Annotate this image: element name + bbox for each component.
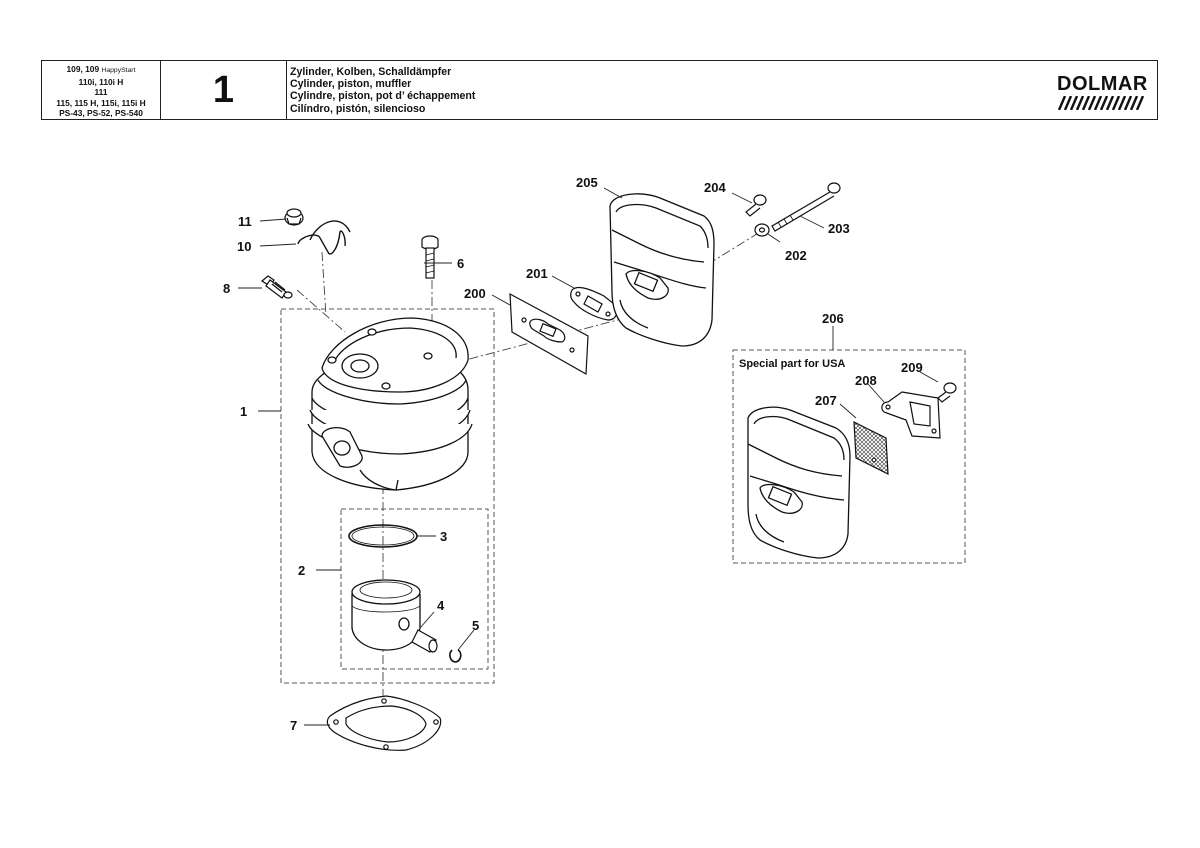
title-cell: Zylinder, Kolben, Schalldämpfer Cylinder… <box>286 61 1063 119</box>
part-8-valve <box>260 275 293 299</box>
title-english: Cylinder, piston, muffler <box>290 78 412 91</box>
brand-logo: DOLMAR <box>1057 73 1147 113</box>
model-list: 109, 109 HappyStart 110i, 110i H 111 115… <box>42 61 161 119</box>
part-10-wire-clip <box>297 220 351 255</box>
title-french: Cylindre, piston, pot d’ échappement <box>290 90 476 103</box>
label-part-10: 10 <box>237 239 251 254</box>
model-line: PS-43, PS-52, PS-540 <box>59 108 143 119</box>
label-part-7: 7 <box>290 718 297 733</box>
label-part-203: 203 <box>828 221 850 236</box>
part-1-cylinder <box>307 317 473 491</box>
piston-group-box <box>340 508 489 670</box>
part-201-gasket <box>570 286 618 321</box>
part-202-washer <box>754 223 770 237</box>
part-205-muffler <box>609 193 715 347</box>
label-part-201: 201 <box>526 266 548 281</box>
label-part-2: 2 <box>298 563 305 578</box>
title-german: Zylinder, Kolben, Schalldämpfer <box>290 66 452 78</box>
label-part-6: 6 <box>457 256 464 271</box>
label-part-8: 8 <box>223 281 230 296</box>
brand-name: DOLMAR <box>1057 73 1148 95</box>
header-table: 109, 109 HappyStart 110i, 110i H 111 115… <box>41 60 1158 120</box>
model-line: 109, 109 HappyStart <box>66 64 136 74</box>
label-part-4: 4 <box>437 598 445 613</box>
label-part-1: 1 <box>240 404 247 419</box>
label-part-202: 202 <box>785 248 807 263</box>
label-part-206: 206 <box>822 311 844 326</box>
model-line: 115, 115 H, 115i, 115i H <box>56 97 146 108</box>
part-206-muffler-usa <box>747 406 851 559</box>
part-207-spark-screen <box>853 421 889 475</box>
label-part-208: 208 <box>855 373 877 388</box>
part-6-screw <box>421 235 439 279</box>
brand-stripes-icon <box>1057 95 1145 111</box>
label-part-5: 5 <box>472 618 479 633</box>
part-209-screw <box>937 382 957 403</box>
part-7-base-gasket <box>326 695 442 751</box>
model-line: 111 <box>94 87 108 98</box>
part-208-bracket <box>881 391 941 439</box>
part-2-piston <box>351 579 421 651</box>
page-number-cell: 1 <box>161 61 287 119</box>
cylinder-group-box <box>280 308 495 684</box>
part-200-plate <box>509 292 589 376</box>
label-part-207: 207 <box>815 393 837 408</box>
part-204-screw <box>745 194 767 217</box>
usa-part-group-box <box>732 349 966 564</box>
label-part-200: 200 <box>464 286 486 301</box>
usa-special-part-note: Special part for USA <box>739 358 845 370</box>
label-part-209: 209 <box>901 360 923 375</box>
label-part-3: 3 <box>440 529 447 544</box>
label-part-11: 11 <box>238 214 252 229</box>
model-line: 110i, 110i H <box>78 76 124 87</box>
title-spanish: Cilíndro, pistón, silencioso <box>290 102 426 115</box>
page-number: 1 <box>212 69 235 111</box>
part-5-circlip <box>449 649 462 663</box>
part-11-cap <box>284 208 304 226</box>
label-part-204: 204 <box>704 180 726 195</box>
part-4-piston-pin <box>411 629 438 653</box>
part-203-bolt <box>771 182 841 232</box>
label-part-205: 205 <box>576 175 598 190</box>
